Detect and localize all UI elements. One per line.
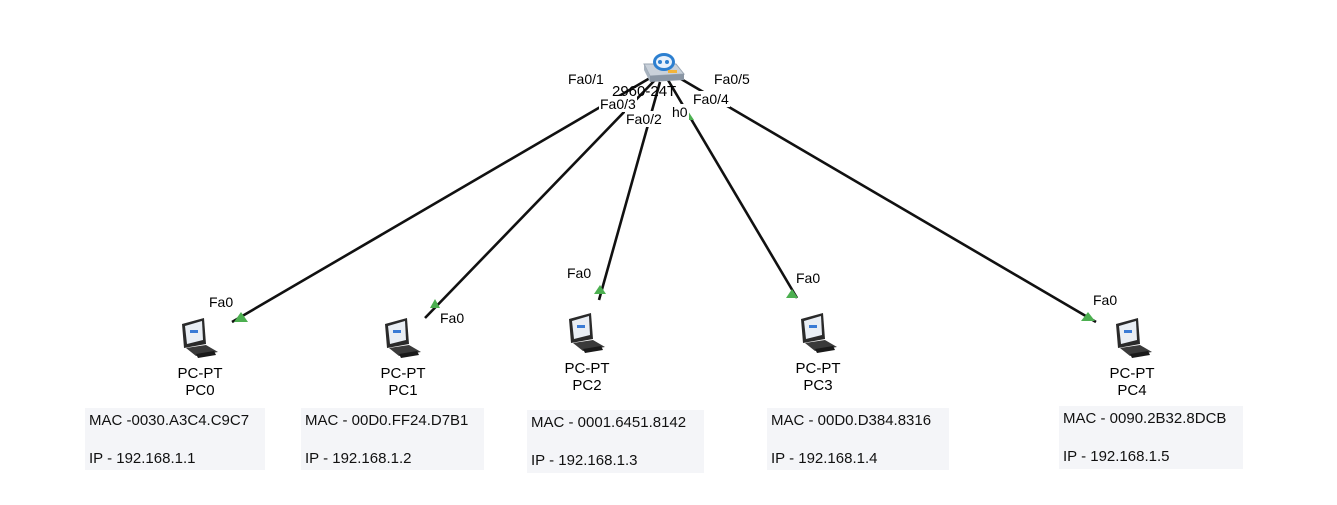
pc1-name: PC1	[388, 382, 418, 399]
pc0-label: PC-PT PC0	[150, 365, 250, 399]
link-pc0[interactable]	[231, 76, 651, 324]
pc1-label: PC-PT PC1	[353, 365, 453, 399]
switch-icon[interactable]	[643, 53, 685, 82]
pc3-model: PC-PT	[795, 360, 841, 377]
pc2-ip: IP - 192.168.1.3	[531, 452, 638, 469]
port-label-fa0-5: Fa0/5	[713, 71, 751, 87]
pc2-mac: MAC - 0001.6451.8142	[531, 414, 687, 431]
links	[231, 74, 1097, 324]
pc2-port-label: Fa0	[567, 265, 592, 281]
pc4-ip: IP - 192.168.1.5	[1063, 448, 1170, 465]
pc-monitor-icon[interactable]	[801, 313, 837, 353]
link-pc1[interactable]	[424, 79, 656, 319]
pc3-name: PC3	[803, 377, 833, 394]
pc0-ip: IP - 192.168.1.1	[89, 450, 196, 467]
pc1-ip: IP - 192.168.1.2	[305, 450, 412, 467]
pc0-port-label: Fa0	[209, 294, 234, 310]
pc2-model: PC-PT	[564, 360, 610, 377]
pc1-info-box: MAC - 00D0.FF24.D7B1 IP - 192.168.1.2	[301, 408, 484, 470]
link-up-indicator	[786, 289, 798, 298]
pc0-info-box: MAC -0030.A3C4.C9C7 IP - 192.168.1.1	[85, 408, 265, 470]
pc0-name: PC0	[185, 382, 215, 399]
pc-monitor-icon[interactable]	[1116, 318, 1152, 358]
pc4-label: PC-PT PC4	[1082, 365, 1182, 399]
pc3-port-label: Fa0	[796, 270, 821, 286]
switch-label-fragment: h0	[671, 104, 689, 120]
pc4-mac: MAC - 0090.2B32.8DCB	[1063, 410, 1227, 427]
pc-monitor-icon[interactable]	[182, 318, 218, 358]
link-up-indicator	[234, 312, 248, 322]
pc4-info-box: MAC - 0090.2B32.8DCB IP - 192.168.1.5	[1059, 406, 1243, 469]
pc1-model: PC-PT	[380, 365, 426, 382]
pc3-mac: MAC - 00D0.D384.8316	[771, 412, 932, 429]
port-label-fa0-4: Fa0/4	[692, 91, 730, 107]
link-pc4[interactable]	[675, 74, 1097, 324]
link-indicators	[234, 111, 1095, 322]
link-up-indicator	[594, 285, 606, 294]
pc3-label: PC-PT PC3	[768, 360, 868, 394]
pc2-name: PC2	[572, 377, 602, 394]
switch-model-label: 2960-24T	[612, 83, 677, 100]
pc1-mac: MAC - 00D0.FF24.D7B1	[305, 412, 469, 429]
link-up-indicator	[1081, 312, 1095, 321]
pc4-model: PC-PT	[1109, 365, 1155, 382]
pc4-name: PC4	[1117, 382, 1147, 399]
pc1-port-label: Fa0	[440, 310, 465, 326]
port-label-fa0-2: Fa0/2	[625, 111, 663, 127]
pc3-info-box: MAC - 00D0.D384.8316 IP - 192.168.1.4	[767, 408, 949, 470]
pc0-mac: MAC -0030.A3C4.C9C7	[89, 412, 250, 429]
pc2-label: PC-PT PC2	[537, 360, 637, 394]
pc3-ip: IP - 192.168.1.4	[771, 450, 878, 467]
pc-monitor-icon[interactable]	[569, 313, 605, 353]
pc-monitor-icon[interactable]	[385, 318, 421, 358]
pc4-port-label: Fa0	[1093, 292, 1118, 308]
port-label-fa0-3: Fa0/3	[599, 96, 637, 112]
port-label-fa0-1: Fa0/1	[567, 71, 605, 87]
pc0-model: PC-PT	[177, 365, 223, 382]
pc2-info-box: MAC - 0001.6451.8142 IP - 192.168.1.3	[527, 410, 704, 473]
link-up-indicator	[430, 299, 440, 308]
